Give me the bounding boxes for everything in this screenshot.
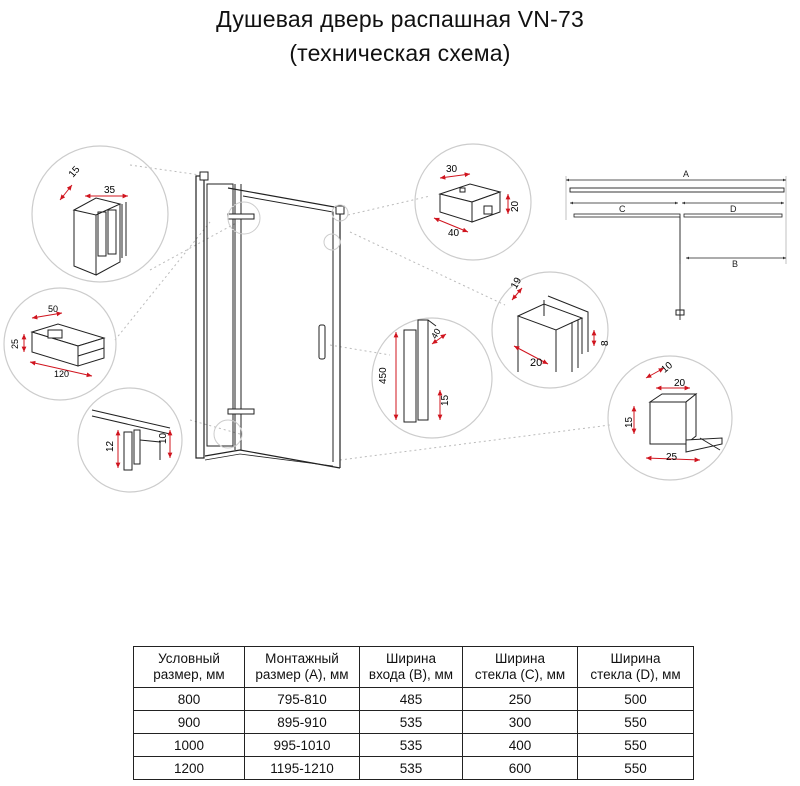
plan-label-a: A: [683, 169, 689, 179]
dim-handle-450: 450: [378, 367, 389, 384]
door-elevation: [195, 171, 345, 469]
detail-block: 30 20 40: [433, 164, 521, 239]
dim-block-30: 30: [446, 164, 458, 175]
table-row: 800 795-810 485 250 500: [133, 687, 694, 711]
table-row: 900 895-910 535 300 550: [133, 710, 694, 734]
plan-view: [565, 176, 787, 320]
dim-seal-12: 12: [105, 440, 116, 452]
detail-connector: 15 10 20 25: [624, 360, 723, 463]
detail-profile: 19 20 8: [509, 275, 611, 372]
dim-profile-19: 19: [509, 275, 524, 291]
dim-clamp-25: 25: [10, 339, 20, 349]
detail-seal: 12 10: [91, 409, 173, 471]
dim-conn-15: 15: [624, 416, 635, 428]
page-title: Душевая дверь распашная VN-73: [216, 6, 584, 32]
dim-conn-25: 25: [666, 452, 678, 463]
dim-handle-40: 40: [429, 327, 443, 341]
technical-diagram: 35 15 50 25 120 12 10: [3, 143, 787, 493]
detail-handle: 450 40 15: [378, 319, 451, 423]
detail-clamp: 50 25 120: [10, 304, 106, 379]
dim-profile-20: 20: [530, 357, 542, 369]
table-row: 1200 1195-1210 535 600 550: [133, 756, 694, 780]
dim-hinge-15: 15: [67, 164, 83, 180]
detail-circle-seal: [77, 387, 183, 493]
dim-profile-8: 8: [600, 340, 611, 346]
detail-circle-clamp: [3, 287, 117, 401]
plan-label-d: D: [730, 204, 737, 214]
page-subtitle: (техническая схема): [289, 40, 511, 66]
dim-block-40: 40: [448, 228, 460, 239]
dim-hinge-35: 35: [104, 185, 116, 196]
detail-hinge-top: 35 15: [59, 164, 128, 276]
table-row: 1000 995-1010 535 400 550: [133, 733, 694, 757]
detail-circle-block: [414, 143, 532, 261]
dim-conn-10: 10: [659, 360, 675, 376]
detail-circle-handle: [371, 317, 493, 439]
detail-circle-hinge-top: [31, 145, 169, 283]
dim-clamp-50: 50: [48, 304, 58, 314]
detail-circle-profile: [491, 271, 609, 389]
plan-label-c: C: [619, 204, 626, 214]
plan-label-b: B: [732, 259, 738, 269]
dim-conn-20: 20: [674, 378, 686, 389]
detail-circle-connector: [607, 355, 733, 481]
dim-handle-15: 15: [440, 394, 451, 406]
dim-block-20: 20: [510, 200, 521, 212]
dim-clamp-120: 120: [54, 369, 69, 379]
dim-seal-10: 10: [158, 432, 169, 444]
